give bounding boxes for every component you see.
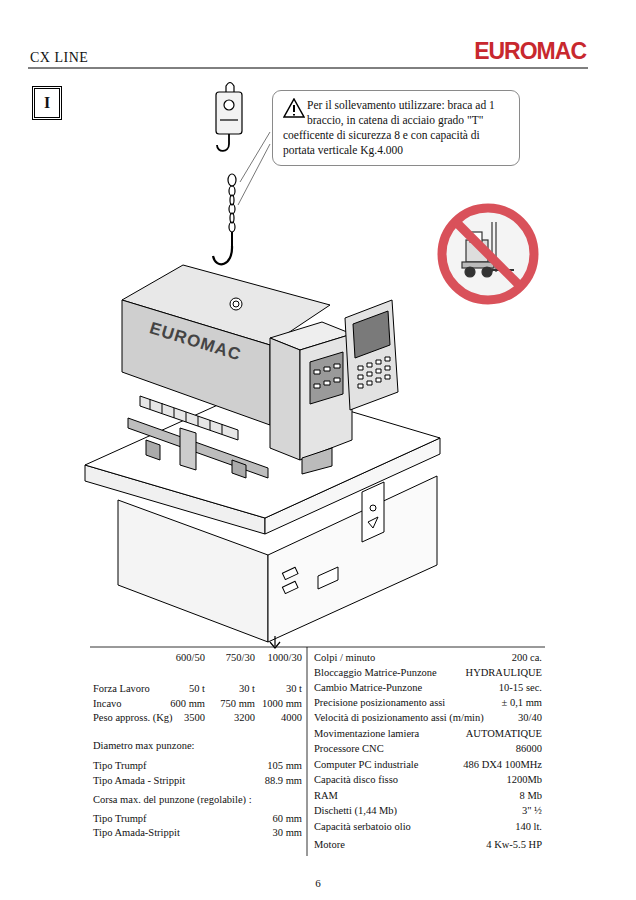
spec-value: 4000 (281, 712, 302, 724)
spec-name: Motore (314, 839, 345, 851)
spec-value: 10-15 sec. (499, 682, 542, 694)
spec-name: Cambio Matrice-Punzone (314, 682, 422, 694)
brand-logo: EUROMAC (474, 38, 586, 64)
spec-value: 86000 (516, 743, 542, 755)
spec-value: 750 mm (220, 698, 255, 710)
spec-value: 88.9 mm (265, 775, 302, 787)
spec-heading: Corsa max. del punzone (regolabile) : (93, 794, 252, 806)
spec-name: Tipo Trumpf (93, 813, 147, 825)
spec-value: 30/40 (518, 712, 542, 724)
spec-value: 30 t (286, 683, 302, 695)
section-box: I (32, 86, 62, 120)
spec-name: Peso appross. (Kg) (93, 712, 173, 724)
spec-value: 50 t (189, 683, 205, 695)
spec-value: 3" ½ (522, 805, 542, 817)
leader-line (240, 132, 270, 182)
spec-value: 4 Kw-5.5 HP (486, 839, 542, 851)
spec-name: Velocità di posizionamento assi (m/min) (314, 712, 484, 724)
spec-name: Capacità serbatoio olio (314, 821, 411, 833)
spec-name: Tipo Amada-Strippit (93, 827, 180, 839)
spec-value: 30 t (239, 683, 255, 695)
spec-heading: Diametro max punzone: (93, 740, 194, 752)
triangle-outline (284, 99, 304, 117)
spec-name: Computer PC industriale (314, 759, 418, 771)
spec-value: 60 mm (273, 813, 302, 825)
warning-icon (283, 98, 307, 126)
spec-name: Tipo Trumpf (93, 760, 147, 772)
column-header: 1000/30 (268, 652, 302, 664)
spec-name: Processore CNC (314, 743, 384, 755)
section-number: I (44, 94, 50, 112)
spec-value: 1200Mb (506, 774, 542, 786)
spec-name: Colpi / minuto (314, 652, 375, 664)
spec-name: Capacità disco fisso (314, 774, 398, 786)
crane-hook (213, 83, 242, 265)
spec-name: Forza Lavoro (93, 683, 150, 695)
exclamation-mark (293, 105, 295, 116)
punch-press-machine (85, 265, 440, 648)
spec-value: 30 mm (273, 827, 302, 839)
spec-value: ± 0,1 mm (502, 697, 542, 709)
spec-value: AUTOMATIQUE (466, 728, 542, 740)
spec-value: 3500 (184, 712, 205, 724)
spec-value: HYDRAULIQUE (466, 667, 542, 679)
spec-value: 140 lt. (515, 821, 542, 833)
spec-value: 105 mm (267, 760, 302, 772)
table-rules (90, 647, 545, 856)
page-number: 6 (315, 877, 321, 889)
spec-name: Bloccaggio Matrice-Punzone (314, 667, 437, 679)
spec-name: RAM (314, 790, 338, 802)
page-header: CX LINE (30, 50, 88, 66)
leader-line (238, 144, 270, 205)
spec-value: 600 mm (170, 698, 205, 710)
leader-lines (238, 132, 270, 205)
warning-callout: Per il sollevamento utilizzare: braca ad… (272, 90, 520, 166)
column-header: 600/50 (176, 652, 205, 664)
spec-value: 8 Mb (520, 790, 542, 802)
spec-name: Precisione posizionamento assi (314, 697, 445, 709)
warning-text: Per il sollevamento utilizzare: braca ad… (283, 98, 510, 158)
spec-name: Tipo Amada - Strippit (93, 775, 185, 787)
spec-value: 3200 (234, 712, 255, 724)
spec-value: 1000 mm (262, 698, 302, 710)
spec-value: 486 DX4 100MHz (463, 759, 542, 771)
no-forklift-sign (442, 208, 534, 300)
warning-triangle (283, 98, 305, 118)
header-rule (28, 68, 588, 69)
spec-name: Movimentazione lamiera (314, 728, 419, 740)
spec-value: 200 ca. (512, 652, 542, 664)
machine-brand: EUROMAC (147, 318, 244, 365)
column-header: 750/30 (226, 652, 255, 664)
spec-name: Incavo (93, 698, 122, 710)
spec-name: Dischetti (1,44 Mb) (314, 805, 397, 817)
